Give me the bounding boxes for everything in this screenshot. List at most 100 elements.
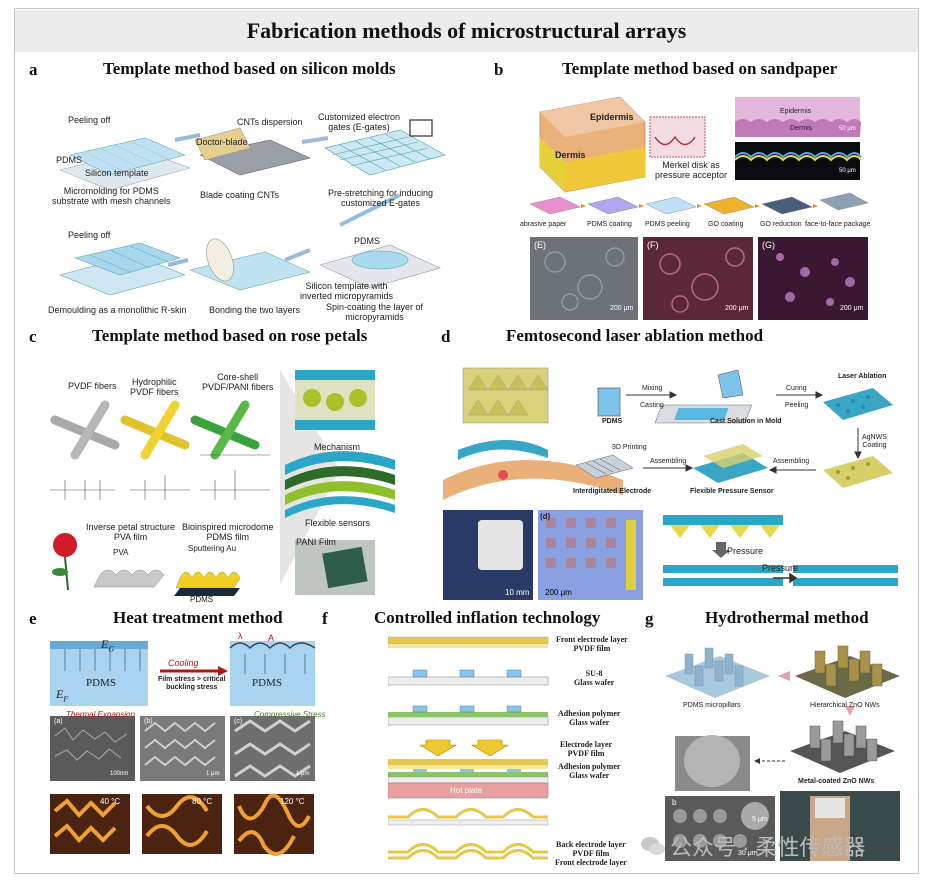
label-coreshell: Core-shell PVDF/PANI fibers — [202, 372, 274, 393]
label-doctor-blade: Doctor-blade — [196, 137, 248, 147]
label-scale-5um: 5 μm — [752, 816, 768, 823]
label-step-5: GO reduction — [760, 221, 802, 228]
label-electrode-pvdf: Electrode layer PVDF film — [560, 740, 613, 759]
label-mixing: Mixing — [642, 385, 663, 392]
label-micromolding: Micromolding for PDMS substrate with mes… — [52, 186, 171, 207]
label-g-img-b: b — [672, 798, 677, 807]
label-inverse-petal: Inverse petal structure PVA film — [86, 522, 176, 543]
label-cooling: Cooling — [168, 658, 199, 668]
label-scale-g: 200 μm — [840, 305, 864, 312]
label-epidermis-2: Epidermis — [780, 108, 812, 115]
label-scale-30um: 30 μm — [738, 850, 758, 857]
label-temp-120: 120 °C — [280, 797, 305, 806]
label-prestretching: Pre-stretching for inducing customized E… — [328, 188, 434, 209]
label-back-front: Back electrode layer PVDF film Front ele… — [555, 840, 627, 868]
label-curing: Curing — [786, 385, 807, 392]
label-bioinspired: Bioinspired microdome PDMS film — [182, 522, 274, 543]
panel-d-diagram — [443, 367, 898, 600]
label-pdms-d: PDMS — [602, 418, 623, 425]
label-e-scale-c: 1 μm — [296, 771, 310, 777]
label-adhesion: Adhesion polymer Glass wafer — [558, 709, 621, 728]
figure-title: Fabrication methods of microstructural a… — [246, 18, 687, 43]
label-img-e: (E) — [534, 240, 546, 250]
label-flexible-sensor: Flexible Pressure Sensor — [690, 488, 774, 495]
label-scale-50a: 50 μm — [839, 126, 856, 132]
label-e-img-c: (c) — [234, 718, 243, 725]
label-pressure-2: Pressure — [762, 563, 799, 573]
label-step-3: PDMS peeling — [645, 221, 690, 228]
label-hydrophilic: Hydrophilic PVDF fibers — [130, 377, 179, 398]
panel-f-letter: f — [322, 609, 328, 628]
label-hierarchical: Hierarchical ZnO NWs — [810, 702, 880, 709]
label-scale-e: 200 μm — [610, 305, 634, 312]
label-scale-200um: 200 μm — [545, 588, 572, 597]
label-silicon-template: Silicon template — [85, 168, 149, 178]
label-assembling-1: Assembling — [650, 458, 687, 465]
label-cast-solution: Cast Solution in Mold — [710, 418, 782, 425]
label-mechanism: Mechanism — [314, 442, 361, 452]
label-ef: EF — [56, 687, 69, 704]
panel-e-letter: e — [29, 609, 37, 628]
label-step-2: PDMS coating — [587, 221, 632, 228]
label-peeling-off: Peeling off — [68, 115, 111, 125]
label-pressure-1: Pressure — [727, 546, 764, 556]
title-bar: Fabrication methods of microstructural a… — [15, 10, 918, 52]
panel-b-title: Template method based on sandpaper — [562, 59, 838, 78]
label-eg: EG — [101, 637, 115, 654]
label-silicon-inverted: Silicon template with inverted micropyra… — [300, 281, 394, 302]
label-blade-coating: Blade coating CNTs — [200, 190, 280, 200]
label-bonding: Bonding the two layers — [209, 305, 301, 315]
panel-b-diagram — [530, 96, 868, 320]
label-step-1: abrasive paper — [520, 221, 567, 228]
label-hot-plate: Hot plate — [450, 786, 483, 795]
label-scale-f: 200 μm — [725, 305, 749, 312]
label-assembling-2: Assembling — [773, 458, 810, 465]
label-film-stress: Film stress > critical buckling stress — [158, 676, 226, 692]
label-step-6: face-to-face package — [805, 221, 871, 228]
panel-g-diagram — [665, 645, 900, 861]
label-e-img-a: (a) — [54, 718, 63, 725]
panel-f-diagram — [388, 636, 549, 860]
figure-frame — [14, 8, 919, 874]
watermark-text: 公众号 · 柔性传感器 — [670, 835, 866, 860]
panel-e-diagram — [50, 641, 315, 856]
label-pdms: PDMS — [56, 155, 83, 165]
label-e-img-b: (b) — [144, 718, 153, 725]
panel-f-title: Controlled inflation technology — [374, 608, 601, 627]
label-e-scale-a: 100nm — [110, 771, 129, 777]
label-peeling-off-2: Peeling off — [68, 230, 111, 240]
panel-e-title: Heat treatment method — [113, 608, 283, 627]
label-custom-gates: Customized electron gates (E-gates) — [318, 112, 401, 133]
panel-d-letter: d — [441, 327, 451, 346]
wechat-icon — [641, 837, 665, 855]
label-spin-coating: Spin-coating the layer of micropyramids — [326, 302, 424, 323]
label-pdms-e1: PDMS — [86, 677, 116, 689]
label-pvdf-fibers: PVDF fibers — [68, 381, 117, 391]
label-demoulding: Demoulding as a monolithic R-skin — [48, 305, 187, 315]
label-pdms-c: PDMS — [190, 595, 214, 604]
label-img-d: (d) — [540, 512, 551, 521]
label-merkel: Merkel disk as pressure acceptor — [655, 160, 728, 181]
label-pva: PVA — [113, 548, 129, 557]
panel-a-diagram — [59, 119, 446, 296]
panel-c-diagram — [50, 370, 395, 596]
label-sputtering: Sputtering Au — [188, 544, 237, 553]
label-img-g: (G) — [762, 240, 775, 250]
label-casting: Casting — [640, 402, 664, 409]
label-scale-10mm: 10 mm — [505, 588, 530, 597]
label-agnws: AgNWS Coating — [862, 434, 887, 450]
label-su8: SU-8 Glass wafer — [574, 669, 615, 688]
label-micropillars: PDMS micropillars — [683, 702, 741, 709]
panel-c-letter: c — [29, 327, 37, 346]
panel-c-title: Template method based on rose petals — [92, 326, 368, 345]
label-laser-ablation: Laser Ablation — [838, 373, 887, 380]
label-epidermis: Epidermis — [590, 112, 634, 122]
label-thermal: Thermal Expansion — [66, 710, 135, 719]
label-interdigitated: Interdigitated Electrode — [573, 488, 652, 495]
label-front-electrode: Front electrode layer PVDF film — [556, 635, 628, 654]
label-scale-50b: 50 μm — [839, 168, 856, 174]
panel-b-letter: b — [494, 60, 504, 79]
label-pdms-2: PDMS — [354, 236, 381, 246]
label-e-scale-b: 1 μm — [206, 771, 220, 777]
label-cnts-dispersion: CNTs dispersion — [237, 117, 303, 127]
